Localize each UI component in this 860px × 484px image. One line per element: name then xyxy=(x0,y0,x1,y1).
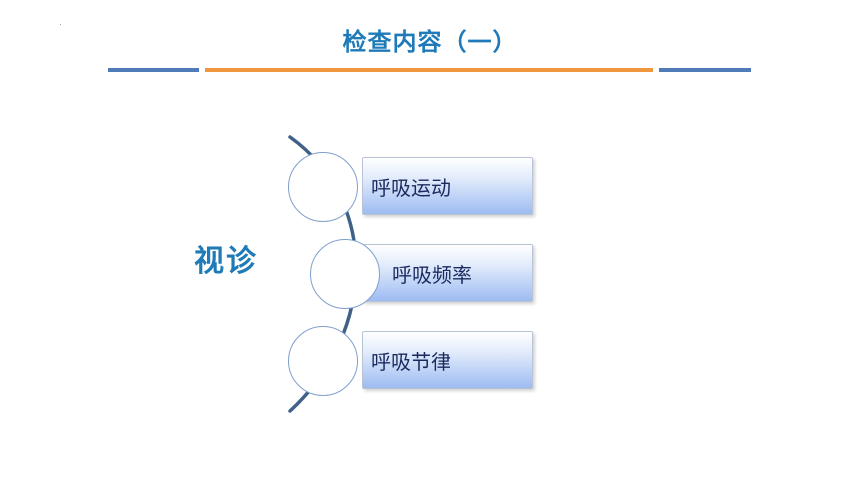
item-box-respiratory-movement xyxy=(362,157,533,215)
slide-title: 检查内容（一） xyxy=(342,28,518,56)
item-label-respiratory-movement: 呼吸运动 xyxy=(371,176,451,200)
item-box-respiratory-rate xyxy=(362,244,533,302)
title-rule-right xyxy=(659,68,751,72)
item-circle-2 xyxy=(310,239,380,309)
item-circle-1 xyxy=(288,152,358,222)
item-box-respiratory-rhythm xyxy=(362,331,533,389)
item-label-respiratory-rate: 呼吸频率 xyxy=(392,263,472,287)
stray-dot xyxy=(60,24,61,25)
title-rule-center xyxy=(205,68,653,72)
category-label: 视诊 xyxy=(194,244,258,279)
item-circle-3 xyxy=(288,326,358,396)
title-rule-left xyxy=(108,68,199,72)
item-label-respiratory-rhythm: 呼吸节律 xyxy=(371,350,451,374)
